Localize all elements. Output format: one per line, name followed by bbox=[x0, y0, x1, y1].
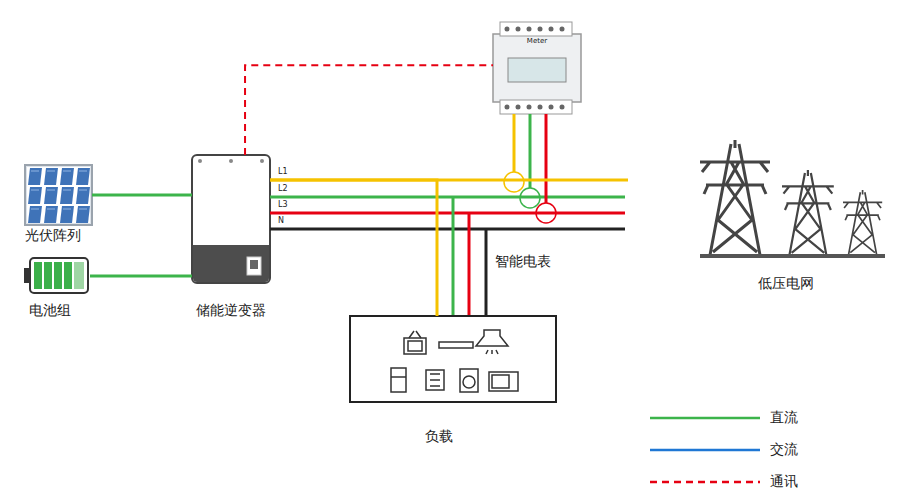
battery-icon bbox=[24, 258, 88, 293]
wire-line bbox=[90, 275, 192, 278]
wire-label: L2 bbox=[278, 184, 288, 194]
node-label: Meter bbox=[527, 37, 547, 45]
inverter-body bbox=[192, 155, 270, 283]
node-label: 电池组 bbox=[29, 302, 71, 319]
appliance-icons bbox=[391, 330, 518, 392]
legend-text: 直流 bbox=[770, 409, 798, 426]
legend-text: 通讯 bbox=[770, 473, 798, 490]
solar-array: 光伏阵列 bbox=[25, 165, 92, 225]
wire-line bbox=[245, 65, 493, 155]
storage-inverter: 储能逆变器 bbox=[192, 155, 270, 283]
load-box: 负载 bbox=[350, 316, 556, 402]
grid-towers: 低压电网 bbox=[628, 135, 890, 260]
node-label: 低压电网 bbox=[758, 275, 814, 292]
meter-label: 智能电表 bbox=[495, 253, 551, 270]
solar-panel bbox=[25, 165, 92, 225]
wire-connector bbox=[245, 65, 493, 155]
load-box bbox=[350, 316, 556, 402]
smart-meter: Meter bbox=[493, 22, 581, 114]
wire-connector bbox=[270, 180, 437, 316]
legend-text: 交流 bbox=[770, 441, 798, 458]
grid-towers bbox=[700, 140, 885, 256]
node-label: 光伏阵列 bbox=[25, 227, 81, 244]
node-label: 负载 bbox=[425, 428, 453, 445]
node-label: 储能逆变器 bbox=[196, 302, 266, 319]
solar-cells bbox=[27, 167, 90, 223]
wire-line bbox=[92, 194, 192, 197]
wire-label: L1 bbox=[278, 167, 288, 177]
wire-label: N bbox=[278, 216, 284, 226]
wire-line bbox=[270, 180, 437, 316]
ac-wires bbox=[270, 114, 625, 316]
wire-connector bbox=[90, 276, 192, 277]
meter-body bbox=[493, 22, 581, 114]
wire-connector bbox=[92, 195, 192, 196]
wire-label: L3 bbox=[278, 200, 288, 210]
battery-pack: 电池组 bbox=[25, 258, 90, 294]
legend-samples bbox=[650, 418, 760, 482]
